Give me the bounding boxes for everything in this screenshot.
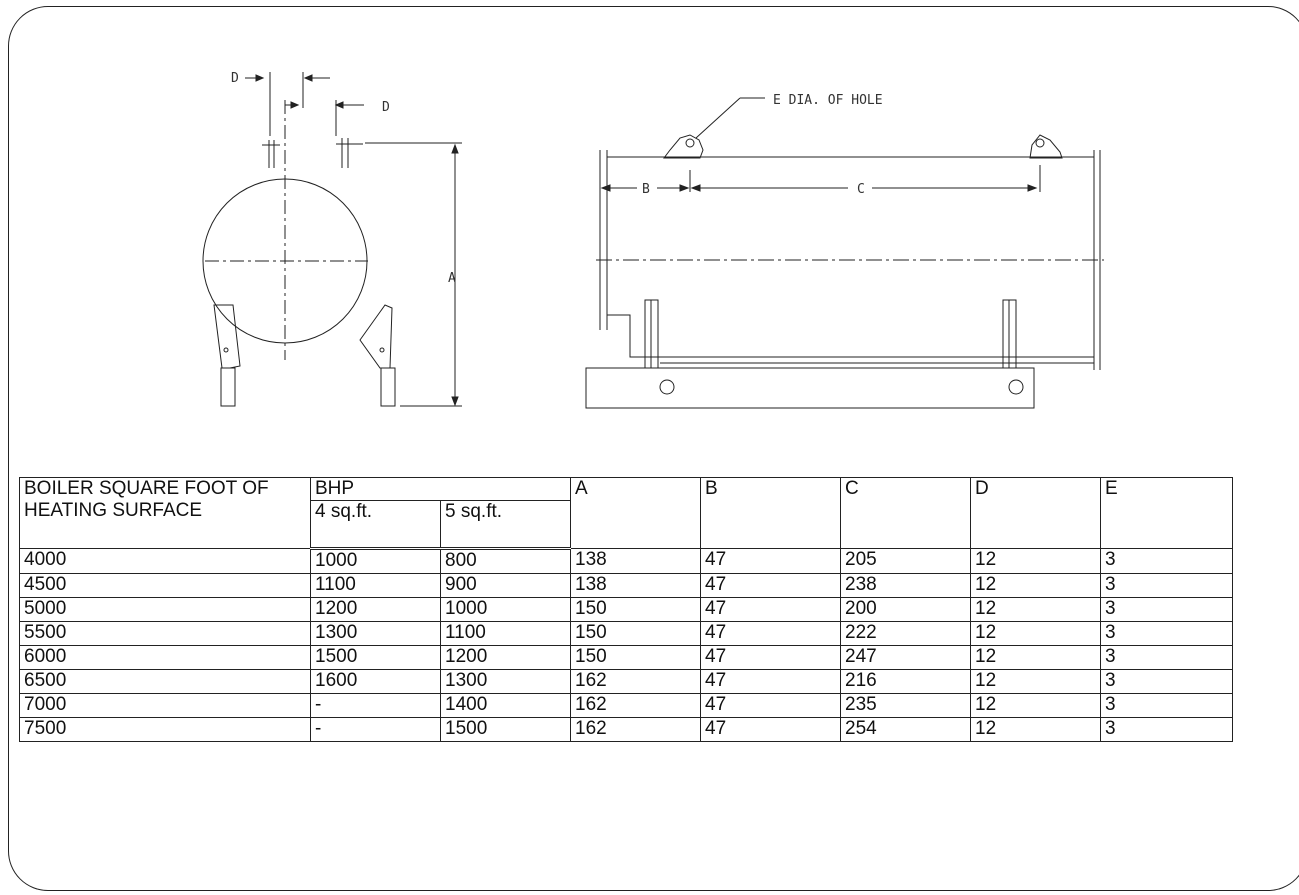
cell-e: 3 <box>1100 669 1233 694</box>
cell-e: 3 <box>1100 597 1233 622</box>
cell-d: 12 <box>970 717 1101 742</box>
cell-e: 3 <box>1100 548 1233 574</box>
header-bhp-5: 5 sq.ft. <box>440 500 571 550</box>
cell-bhp-5: 1000 <box>440 597 571 622</box>
cell-b: 47 <box>700 645 841 670</box>
header-bhp-4: 4 sq.ft. <box>310 500 441 550</box>
cell-bhp-5: 1100 <box>440 621 571 646</box>
cell-d: 12 <box>970 621 1101 646</box>
cell-bhp-4: 1500 <box>310 645 441 670</box>
cell-d: 12 <box>970 548 1101 574</box>
side-label-b: B <box>642 182 650 197</box>
base-skid <box>585 367 1035 409</box>
cell-heating-surface: 7500 <box>19 717 311 742</box>
cell-d: 12 <box>970 645 1101 670</box>
leg-left <box>213 304 241 369</box>
header-bhp: BHP <box>310 477 571 501</box>
cell-bhp-4: 1000 <box>310 548 441 574</box>
side-label-c: C <box>857 182 865 197</box>
front-view: D D A <box>202 71 462 407</box>
cell-b: 47 <box>700 597 841 622</box>
cell-e: 3 <box>1100 693 1233 718</box>
header-d: D <box>970 477 1101 549</box>
header-b: B <box>700 477 841 549</box>
cell-e: 3 <box>1100 717 1233 742</box>
cell-c: 254 <box>840 717 971 742</box>
table-subheader-row: 4 sq.ft. 5 sq.ft. <box>20 500 1233 550</box>
cell-a: 138 <box>570 573 701 598</box>
cell-heating-surface: 4000 <box>19 548 311 574</box>
cell-c: 222 <box>840 621 971 646</box>
cell-bhp-4: 1300 <box>310 621 441 646</box>
lug-front <box>663 134 704 159</box>
cell-b: 47 <box>700 693 841 718</box>
page-frame <box>8 6 1299 891</box>
cell-heating-surface: 6000 <box>19 645 311 670</box>
cell-b: 47 <box>700 717 841 742</box>
side-view: E DIA. OF HOLE B C <box>585 93 1104 409</box>
cell-b: 47 <box>700 669 841 694</box>
cell-bhp-5: 1200 <box>440 645 571 670</box>
cell-bhp-5: 900 <box>440 573 571 598</box>
header-heating-surface: BOILER SQUARE FOOT OF HEATING SURFACE <box>19 477 311 549</box>
cell-bhp-4: 1100 <box>310 573 441 598</box>
cell-bhp-4: 1600 <box>310 669 441 694</box>
cell-d: 12 <box>970 693 1101 718</box>
cell-c: 235 <box>840 693 971 718</box>
cell-a: 138 <box>570 548 701 574</box>
cell-a: 162 <box>570 717 701 742</box>
header-a: A <box>570 477 701 549</box>
cell-bhp-4: - <box>310 693 441 718</box>
cell-a: 150 <box>570 621 701 646</box>
cell-a: 162 <box>570 669 701 694</box>
cell-a: 150 <box>570 645 701 670</box>
cell-b: 47 <box>700 621 841 646</box>
cell-heating-surface: 5000 <box>19 597 311 622</box>
cell-b: 47 <box>700 573 841 598</box>
leg-right <box>359 304 393 369</box>
boiler-dimensions-table: BOILER SQUARE FOOT OF HEATING SURFACE BH… <box>19 477 1233 742</box>
cell-bhp-5: 1500 <box>440 717 571 742</box>
cell-bhp-5: 800 <box>440 548 571 574</box>
header-c: C <box>840 477 971 549</box>
cell-c: 200 <box>840 597 971 622</box>
cell-bhp-4: - <box>310 717 441 742</box>
cell-heating-surface: 5500 <box>19 621 311 646</box>
boiler-drawing: D D A E DIA. OF HOLE <box>202 71 1104 409</box>
cell-e: 3 <box>1100 645 1233 670</box>
cell-d: 12 <box>970 597 1101 622</box>
front-label-d-right: D <box>382 100 390 115</box>
cell-b: 47 <box>700 548 841 574</box>
cell-e: 3 <box>1100 573 1233 598</box>
cell-heating-surface: 7000 <box>19 693 311 718</box>
cell-d: 12 <box>970 573 1101 598</box>
lug-rear <box>1029 134 1063 159</box>
cell-a: 150 <box>570 597 701 622</box>
side-label-hole: E DIA. OF HOLE <box>773 93 883 108</box>
cell-c: 205 <box>840 548 971 574</box>
header-e: E <box>1100 477 1233 549</box>
cell-d: 12 <box>970 669 1101 694</box>
cell-c: 247 <box>840 645 971 670</box>
cell-heating-surface: 6500 <box>19 669 311 694</box>
cell-a: 162 <box>570 693 701 718</box>
cell-c: 238 <box>840 573 971 598</box>
cell-bhp-5: 1300 <box>440 669 571 694</box>
cell-bhp-5: 1400 <box>440 693 571 718</box>
table-header-row: BOILER SQUARE FOOT OF HEATING SURFACE BH… <box>19 477 1233 549</box>
front-label-d-left: D <box>231 71 239 86</box>
cell-bhp-4: 1200 <box>310 597 441 622</box>
cell-e: 3 <box>1100 621 1233 646</box>
cell-heating-surface: 4500 <box>19 573 311 598</box>
cell-c: 216 <box>840 669 971 694</box>
front-label-a: A <box>448 271 456 286</box>
